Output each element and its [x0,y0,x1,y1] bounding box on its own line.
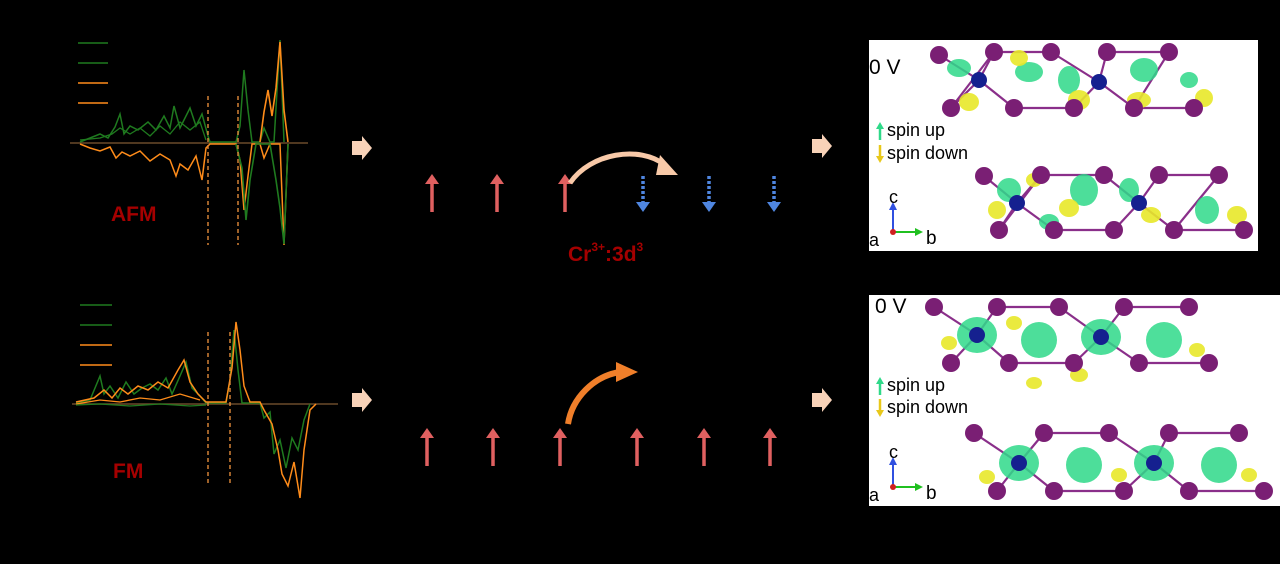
fm-axis-b: b [926,483,937,504]
afm-state-label: AFM [111,203,157,226]
afm-spin-up-trace [79,39,285,143]
fm-spin-density-panel: 0 V spin up spin down c a b [869,295,1280,506]
up-spin-arrow [490,174,504,212]
afm-spin-up-positive-orange [259,41,289,143]
afm-legend-lines [78,42,108,104]
afm-block-arrow-left [352,136,372,160]
afm-spin-down-negative-green [235,143,289,245]
fm-block-arrow-left [352,388,372,412]
afm-legend-spin-down: spin down [875,143,968,164]
afm-hopping-arrow [567,151,678,185]
spin-up-arrow-icon [876,376,884,395]
fm-voltage-label: 0 V [875,295,907,318]
afm-axis-c: c [889,187,898,207]
up-spin-arrow [486,428,500,466]
up-spin-arrow [697,428,711,466]
fm-hopping-arrow [565,362,638,425]
fm-trace-3 [75,403,207,407]
fm-crystal-structure [925,298,1273,500]
afm-row: AFM Cr [70,39,1258,266]
afm-legend-spin-up: spin up [875,120,945,141]
fm-axis-triad [889,457,923,491]
up-spin-arrow [553,428,567,466]
fm-legend-spin-up: spin up [875,375,945,396]
up-spin-arrow [420,428,434,466]
afm-axis-a: a [869,230,880,250]
fm-trace-2 [75,393,201,405]
spin-down-arrow-icon [876,398,884,417]
fm-spin-up-trace [75,329,311,469]
fm-legend-lines [80,304,112,366]
down-spin-arrow [636,176,650,212]
fm-axis-a: a [869,485,880,505]
afm-spin-density-panel: 0 V spin up spin down c a b [869,40,1258,251]
afm-block-arrow-right [812,134,832,158]
fm-block-arrow-right [812,388,832,412]
cr-ion-label: Cr3+:3d3 [568,240,644,266]
afm-dos-plot [70,39,308,246]
fm-legend-spin-down: spin down [875,397,968,418]
spin-down-arrow-icon [876,144,884,163]
afm-spin-down-trace [79,143,289,246]
down-spin-arrow [702,176,716,212]
afm-spin-up-trace-2 [79,120,207,141]
afm-crystal-structure [930,43,1253,239]
up-spin-arrow [630,428,644,466]
fm-spin-up-trace-orange [75,321,317,499]
afm-axis-triad [889,202,923,236]
up-spin-arrow [425,174,439,212]
spin-up-arrow-icon [876,121,884,140]
fm-dos-plot [72,304,338,499]
fm-row: FM [0,282,1280,564]
fm-axis-c: c [889,442,898,462]
afm-voltage-label: 0 V [869,56,901,79]
fm-spin-chain [420,428,777,466]
up-spin-arrow [763,428,777,466]
fm-state-label: FM [113,460,144,483]
afm-axis-b: b [926,228,937,249]
down-spin-arrow [767,176,781,212]
